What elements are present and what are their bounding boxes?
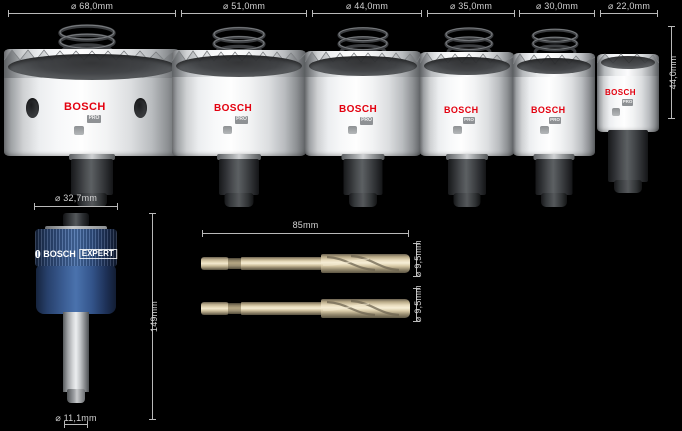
bosch-logo-6: BOSCH: [605, 88, 636, 97]
dimension-label-arbor-shank: ⌀ 11,1mm: [55, 413, 97, 423]
bit-1-flute: [321, 254, 410, 273]
dimension-line-saw-4: [427, 10, 515, 17]
bit-1-hex-shank: [201, 257, 229, 270]
dimension-line-saw-height: [668, 26, 675, 119]
saw-screw-icon-1: [74, 126, 84, 135]
bit-2-flute: [321, 299, 410, 318]
hole-saw-1: BOSCH PRO: [4, 24, 180, 207]
saw-shank-cap-2: [224, 193, 254, 207]
arbor-blue-body: [36, 266, 116, 314]
dimension-line-saw-6: [600, 10, 658, 17]
saw-shank-3: [343, 159, 383, 195]
bosch-logo-1: BOSCH: [64, 101, 106, 113]
saw-face-hole-left-1: [26, 98, 39, 118]
dimension-label-arbor-diameter: ⌀ 32,7mm: [54, 193, 98, 203]
dimension-line-arbor-height: [149, 213, 156, 420]
pro-badge-6: PRO: [622, 98, 633, 106]
saw-shank-5: [535, 159, 573, 195]
arbor-hex-shank: [63, 312, 89, 392]
arbor-hex-tip: [67, 389, 85, 403]
pro-badge-1: PRO: [87, 115, 101, 123]
dimension-label-bit-1: ⌀ 9,5mm: [413, 240, 423, 277]
dimension-label-saw-3: ⌀ 44,0mm: [345, 1, 389, 11]
saw-bore-4: [424, 57, 510, 75]
saw-screw-icon-6: [612, 108, 620, 116]
dimension-line-bit-1-diameter: [413, 243, 420, 277]
saw-collar-1: [69, 154, 115, 160]
pilot-drill-bit-1: [201, 252, 410, 276]
saw-shank-cap-5: [541, 193, 567, 207]
bosch-logo-3: BOSCH: [339, 104, 378, 115]
pro-badge-4: PRO: [463, 117, 475, 124]
dimension-label-bit-length: 85mm: [292, 220, 319, 230]
saw-shank-1: [71, 159, 113, 195]
pro-badge-5: PRO: [549, 117, 561, 124]
saw-shank-cap-4: [453, 193, 481, 207]
saw-collar-5: [533, 154, 575, 160]
pro-badge-2: PRO: [235, 116, 248, 124]
saw-bore-6: [601, 56, 655, 69]
saw-bore-2: [176, 55, 302, 77]
saw-shank-4: [448, 159, 486, 195]
saw-collar-3: [341, 154, 385, 160]
hole-saw-4: BOSCH PRO: [420, 26, 514, 207]
dimension-line-saw-3: [312, 10, 422, 17]
saw-screw-icon-3: [348, 126, 357, 134]
pilot-drill-bit-2: [201, 297, 410, 321]
arbor-quick-change: BOSCH EXPERT: [30, 213, 122, 420]
saw-shank-cap-6: [614, 180, 642, 193]
arbor-knurled-collar: [35, 229, 117, 267]
saw-shank-cap-1: [77, 193, 107, 207]
hole-saw-6: BOSCH PRO: [597, 26, 659, 193]
saw-screw-icon-5: [540, 126, 549, 134]
bit-2-hex-shank: [201, 302, 229, 315]
dimension-label-saw-4: ⌀ 35,0mm: [449, 1, 493, 11]
bosch-logo-2: BOSCH: [214, 103, 253, 114]
dimension-line-bit-2-diameter: [413, 288, 420, 322]
saw-face-hole-right-1: [134, 98, 147, 118]
pro-badge-3: PRO: [360, 117, 373, 125]
saw-bore-5: [517, 58, 591, 74]
saw-bore-3: [309, 56, 417, 76]
dimension-label-bit-2: ⌀ 9,5mm: [413, 285, 423, 322]
hole-saw-3: BOSCH PRO: [305, 26, 421, 207]
arbor-brand-plate: BOSCH EXPERT: [35, 249, 117, 259]
saw-collar-2: [217, 154, 261, 160]
dimension-line-arbor-diameter: [34, 203, 118, 210]
arbor-expert-label: EXPERT: [78, 249, 117, 259]
dimension-label-saw-1: ⌀ 68,0mm: [70, 1, 114, 11]
dimension-label-arbor-height: 149mm: [149, 301, 159, 333]
bit-1-shaft: [241, 257, 323, 270]
dimension-label-saw-2: ⌀ 51,0mm: [222, 1, 266, 11]
dimension-line-saw-2: [181, 10, 307, 17]
dimension-line-bit-length: [202, 230, 409, 237]
saw-bore-1: [8, 54, 176, 80]
dimension-label-saw-5: ⌀ 30,0mm: [535, 1, 579, 11]
bit-2-shaft: [241, 302, 323, 315]
bosch-logo-5: BOSCH: [531, 105, 566, 115]
bosch-armature-icon: [35, 250, 41, 258]
saw-screw-icon-4: [453, 126, 462, 134]
saw-shank-cap-3: [349, 193, 377, 207]
dimension-line-arbor-shank: [64, 421, 88, 428]
saw-screw-icon-2: [223, 126, 232, 134]
dimension-label-saw-height: 44,0mm: [668, 55, 678, 90]
bit-1-retaining-groove: [228, 258, 242, 269]
dimension-label-saw-6: ⌀ 22,0mm: [607, 1, 651, 11]
bosch-logo-4: BOSCH: [444, 105, 479, 115]
hole-saw-5: BOSCH PRO: [513, 26, 595, 207]
bit-2-retaining-groove: [228, 303, 242, 314]
dimension-line-saw-5: [519, 10, 595, 17]
arbor-washer: [45, 226, 107, 230]
arbor-top-nut: [63, 213, 89, 227]
saw-collar-4: [446, 154, 488, 160]
saw-shank-2: [219, 159, 259, 195]
saw-shank-6: [608, 130, 648, 182]
arbor-bosch-label: BOSCH: [43, 248, 76, 259]
dimension-line-saw-1: [8, 10, 176, 17]
hole-saw-2: BOSCH PRO: [172, 26, 306, 207]
